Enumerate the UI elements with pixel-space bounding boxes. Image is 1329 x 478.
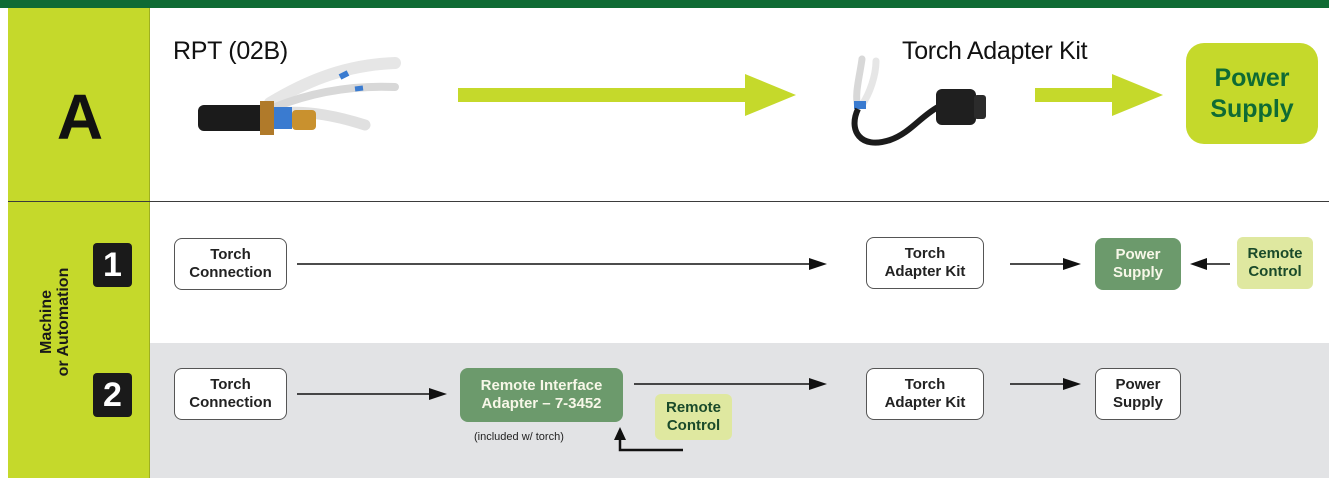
- row2-arrow-2: [634, 378, 827, 390]
- row1-remote-control-line-1: Remote: [1247, 245, 1303, 262]
- row2-remote-control-line-1: Remote: [665, 399, 721, 416]
- row2-arrow-3: [1010, 378, 1081, 390]
- power-supply-main: Power Supply: [1186, 43, 1318, 144]
- row1-power-supply-line-2: Supply: [1112, 264, 1163, 281]
- row2-power-supply-line-1: Power: [1115, 376, 1161, 393]
- row2-torch-adapter-kit-line-1: Torch: [904, 376, 946, 393]
- row2-power-supply-line-2: Supply: [1112, 394, 1163, 411]
- row2-remote-control-line-2: Control: [666, 417, 721, 434]
- row1-number-badge: 1: [93, 243, 132, 287]
- row2-torch-adapter-kit: Torch Adapter Kit: [866, 368, 984, 420]
- adapter-kit-label: Torch Adapter Kit: [902, 37, 1088, 65]
- section-letter: A: [56, 81, 104, 153]
- row1-power-supply-line-1: Power: [1115, 246, 1161, 263]
- row1-power-supply: Power Supply: [1095, 238, 1181, 290]
- torch-cable-image: [198, 57, 401, 135]
- row2-torch-connection-line-2: Connection: [189, 394, 272, 411]
- row1-remote-control: Remote Control: [1237, 237, 1313, 289]
- section-divider: [8, 201, 1329, 202]
- included-note: (included w/ torch): [474, 431, 564, 443]
- row1-arrow-1: [297, 258, 827, 270]
- row2-remote-control: Remote Control: [655, 394, 732, 440]
- row1-torch-connection: Torch Connection: [174, 238, 287, 290]
- torch-label: RPT (02B): [173, 37, 288, 65]
- row1-torch-adapter-kit: Torch Adapter Kit: [866, 237, 984, 289]
- row1-remote-control-line-2: Control: [1248, 263, 1302, 280]
- row2-remote-interface-line-2: Adapter – 7-3452: [481, 395, 602, 412]
- row1-arrow-2: [1010, 258, 1081, 270]
- row-a-arrow-2: [1035, 74, 1163, 116]
- power-supply-main-line-1: Power: [1214, 63, 1290, 92]
- row1-torch-adapter-kit-line-1: Torch: [904, 245, 946, 262]
- row1-torch-connection-line-2: Connection: [189, 264, 272, 281]
- row2-torch-connection-line-1: Torch: [210, 376, 251, 393]
- power-supply-main-line-2: Supply: [1210, 94, 1294, 123]
- adapter-kit-image: [851, 55, 986, 146]
- row2-torch-connection: Torch Connection: [174, 368, 287, 420]
- row1-torch-adapter-kit-line-2: Adapter Kit: [884, 263, 966, 280]
- row2-remote-interface-line-1: Remote Interface: [480, 377, 603, 394]
- row1-torch-connection-line-1: Torch: [210, 246, 251, 263]
- row2-arrow-1: [297, 388, 447, 400]
- row2-torch-adapter-kit-line-2: Adapter Kit: [884, 394, 966, 411]
- row2-number-badge: 2: [93, 373, 132, 417]
- row-a-arrow-1: [458, 74, 796, 116]
- row2-remote-feedback-arrow: [614, 427, 683, 452]
- top-bar: [0, 0, 1329, 8]
- row2-power-supply: Power Supply: [1095, 368, 1181, 420]
- row1-arrow-3: [1190, 258, 1230, 270]
- row2-remote-interface-adapter: Remote Interface Adapter – 7-3452: [460, 368, 623, 422]
